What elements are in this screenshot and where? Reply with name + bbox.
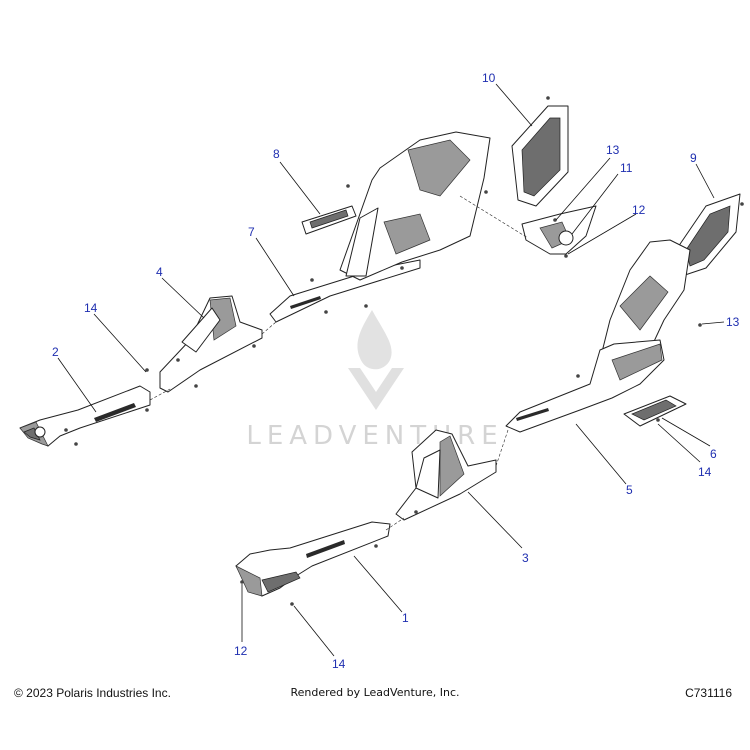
- rear-left-upper-panel: [339, 131, 491, 281]
- callout-14-lower: 14: [332, 657, 346, 671]
- copyright-text: © 2023 Polaris Industries Inc.: [14, 686, 171, 700]
- part-4-pillar-panel: [159, 295, 263, 393]
- watermark-flame-icon: [357, 310, 392, 370]
- part-5-right-sill: [505, 339, 665, 433]
- watermark: LEADVENTURE: [246, 310, 503, 451]
- callout-12-upper: 12: [632, 203, 646, 217]
- callout-7: 7: [248, 225, 255, 239]
- leader-lines: [57, 83, 725, 657]
- callout-3: 3: [522, 551, 529, 565]
- callout-1: 1: [402, 611, 409, 625]
- part-3-center-pillar: [395, 429, 497, 521]
- watermark-text: LEADVENTURE: [246, 421, 503, 451]
- callout-10: 10: [482, 71, 496, 85]
- part-10-upper-grille: [511, 105, 569, 207]
- part-2-front-left-panel: [19, 385, 151, 447]
- assembly-lines: [149, 195, 529, 531]
- callout-5: 5: [626, 483, 633, 497]
- callout-14-left: 14: [84, 301, 98, 315]
- callout-6: 6: [710, 447, 717, 461]
- callout-13-upper: 13: [606, 143, 620, 157]
- part-8-step-plate: [301, 205, 357, 235]
- callout-11: 11: [620, 161, 633, 175]
- watermark-v-icon: [348, 368, 404, 410]
- callout-8: 8: [273, 147, 280, 161]
- callout-4: 4: [156, 265, 163, 279]
- callout-12-lower: 12: [234, 644, 248, 658]
- callout-2: 2: [52, 345, 59, 359]
- callout-13-right: 13: [726, 315, 740, 329]
- callout-14-right: 14: [698, 465, 712, 479]
- diagram-id: C731116: [685, 686, 732, 700]
- part-11-bracket: [521, 205, 597, 255]
- part-9-right-grille: [675, 193, 741, 277]
- fasteners: [64, 96, 744, 606]
- part-7-sill-panel: [269, 259, 421, 323]
- part-6-step-plate: [623, 395, 687, 427]
- rendered-by-text: Rendered by LeadVenture, Inc.: [290, 686, 460, 699]
- part-1-front-right-panel: [235, 521, 391, 597]
- callout-9: 9: [690, 151, 697, 165]
- callouts: 10 13 11 12 9 8 7 4 14 2 13 6 14 5 3 1 1…: [52, 71, 740, 671]
